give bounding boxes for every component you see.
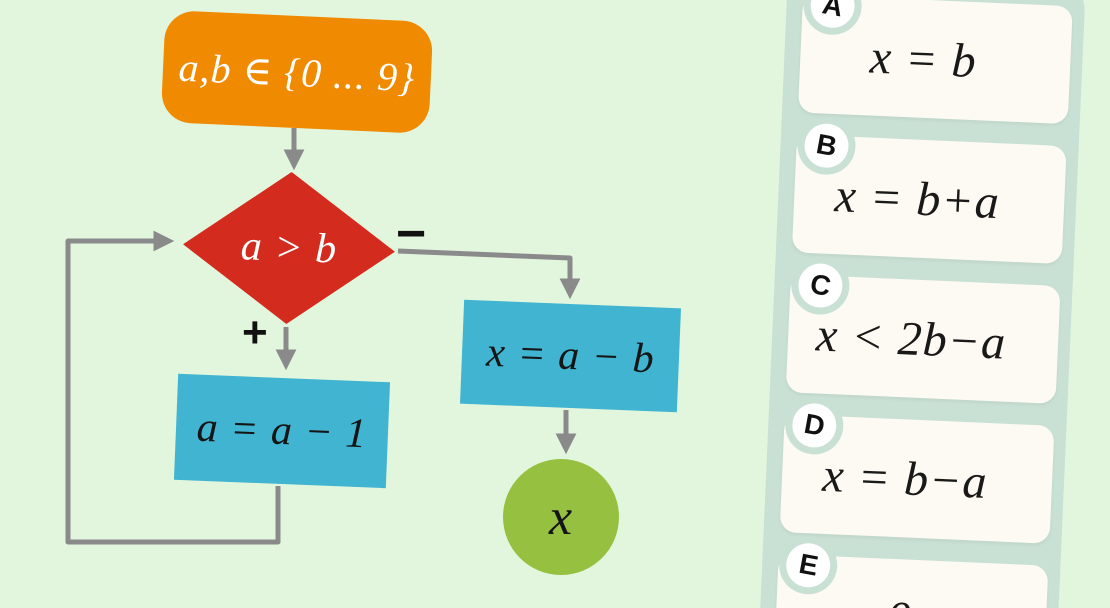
answer-card-d[interactable]: D x = b−a: [779, 402, 1055, 544]
answer-formula-e: 0: [774, 554, 1025, 608]
answer-card-e[interactable]: E 0: [773, 542, 1049, 608]
branch-label-negative: −: [396, 205, 427, 263]
answers-panel: A x = b B x = b+a C x < 2b−a D x = b−a E: [757, 0, 1087, 608]
process-node-loop-text: a = a − 1: [195, 404, 369, 458]
answer-card-a[interactable]: A x = b: [797, 0, 1073, 125]
decision-node-text: a > b: [240, 223, 338, 273]
start-node-text: a,b ∈ {0 ... 9}: [177, 44, 417, 100]
answer-formula-b: x = b+a: [833, 168, 1001, 229]
process-node-result-text: x = a − b: [485, 329, 656, 383]
branch-label-positive: +: [242, 308, 268, 357]
output-node-text: x: [548, 488, 574, 546]
answer-formula-d: x = b−a: [821, 448, 989, 509]
answer-card-b[interactable]: B x = b+a: [791, 122, 1067, 265]
answer-formula-a: x = b: [868, 30, 978, 88]
process-node-result: x = a − b: [460, 299, 681, 413]
start-node: a,b ∈ {0 ... 9}: [160, 9, 434, 135]
output-node: x: [503, 459, 619, 575]
process-node-loop: a = a − 1: [173, 373, 391, 489]
decision-node: a > b: [180, 168, 397, 327]
answer-card-c[interactable]: C x < 2b−a: [785, 262, 1061, 404]
answer-formula-c: x < 2b−a: [815, 307, 1008, 370]
